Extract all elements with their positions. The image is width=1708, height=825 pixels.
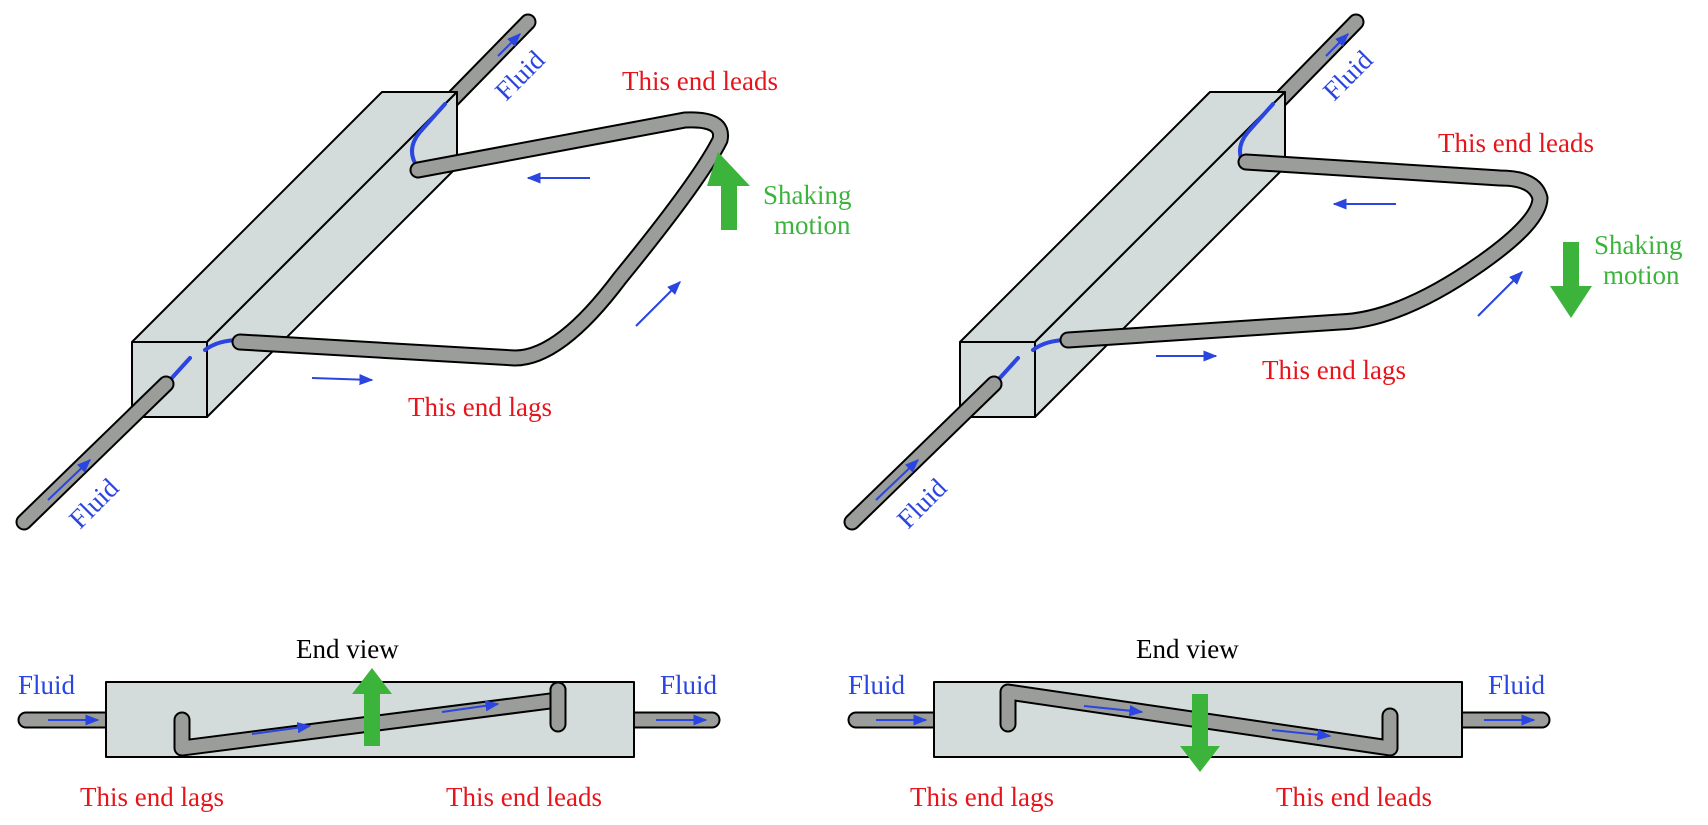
right-motion-label-1: Shaking <box>1594 230 1683 260</box>
right-u-tube <box>1059 153 1549 349</box>
right-end-fluid-right: Fluid <box>1488 670 1546 700</box>
left-hidden-tube-bottom <box>168 356 192 382</box>
left-shaking-arrow-up <box>707 152 750 230</box>
right-shaking-arrow-down <box>1550 242 1592 318</box>
left-3d-diagram: Fluid Fluid This end leads This end lags… <box>15 13 852 534</box>
left-flow-arrow-right <box>635 281 681 327</box>
left-lags-label: This end lags <box>408 392 552 422</box>
right-leads-label: This end leads <box>1438 128 1594 158</box>
right-motion-label-2: motion <box>1603 260 1680 290</box>
right-end-flow-arrow-1 <box>1083 705 1144 717</box>
left-end-flow-arrow-2 <box>441 700 500 713</box>
right-3d-diagram: Fluid Fluid This end leads This end lags… <box>843 13 1683 534</box>
right-end-flow-arrow-2 <box>1271 729 1332 741</box>
right-end-title: End view <box>1136 634 1239 664</box>
left-end-leads-label: This end leads <box>446 782 602 812</box>
right-end-view: End view Fluid Fluid This end lags This … <box>847 634 1551 812</box>
left-flow-arrow-outlet <box>497 33 521 57</box>
right-flow-arrow-right <box>1477 271 1523 317</box>
left-end-shaking-arrow-up <box>352 668 392 746</box>
right-end-fluid-left: Fluid <box>848 670 906 700</box>
left-motion-label-1: Shaking <box>763 180 852 210</box>
left-end-flow-arrow-1 <box>251 722 312 735</box>
right-end-lags-label: This end lags <box>910 782 1054 812</box>
right-end-leads-label: This end leads <box>1276 782 1432 812</box>
right-lags-label: This end lags <box>1262 355 1406 385</box>
left-end-lags-label: This end lags <box>80 782 224 812</box>
left-flow-arrow-inlet <box>47 459 92 501</box>
left-motion-label-2: motion <box>774 210 851 240</box>
right-end-shaking-arrow-down <box>1180 694 1220 772</box>
left-end-view: End view Fluid Fluid This end lags This … <box>17 634 721 812</box>
right-hidden-tube-bottom <box>996 356 1020 382</box>
right-flow-arrow-inlet <box>875 459 920 501</box>
left-u-tube <box>231 111 729 367</box>
right-flow-arrow-outlet <box>1325 33 1349 57</box>
left-end-title: End view <box>296 634 399 664</box>
left-flow-arrow-bottom <box>311 373 374 386</box>
left-leads-label: This end leads <box>622 66 778 96</box>
left-end-fluid-right: Fluid <box>660 670 718 700</box>
left-end-fluid-left: Fluid <box>18 670 76 700</box>
